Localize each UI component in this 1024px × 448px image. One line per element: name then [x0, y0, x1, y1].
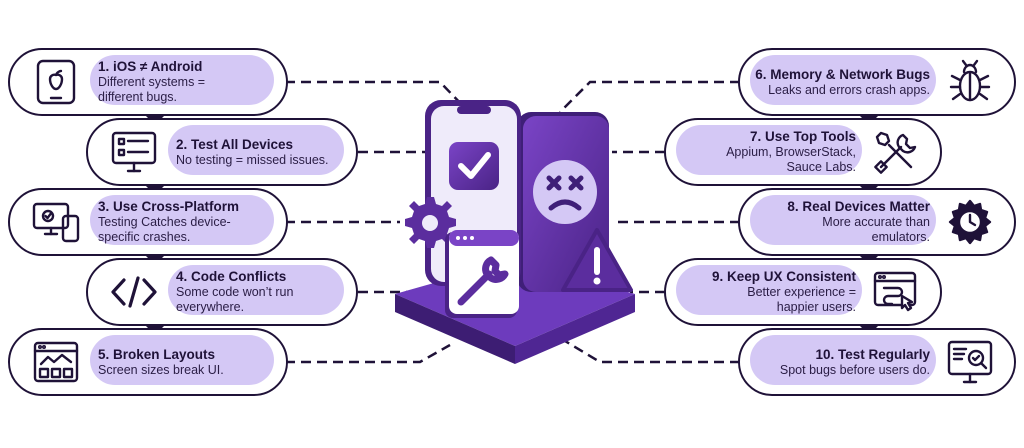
- item-desc-line-1: Some code won’t run: [176, 285, 294, 299]
- pill-highlight: [90, 195, 274, 245]
- left-item-3: 3. Use Cross-Platform Testing Catches de…: [8, 188, 288, 256]
- item-text: 9. Keep UX Consistent Better experience …: [678, 266, 856, 318]
- left-item-5: 5. Broken Layouts Screen sizes break UI.: [8, 328, 288, 396]
- gear-shape: [405, 197, 456, 248]
- item-text: 1. iOS ≠ Android Different systems = dif…: [98, 56, 278, 108]
- item-desc-line-1: Different systems =: [98, 75, 206, 89]
- item-desc-line-1: More accurate than: [822, 215, 930, 229]
- pill-highlight: [750, 335, 936, 385]
- item-text: 8. Real Devices Matter More accurate tha…: [752, 196, 930, 248]
- item-desc-line-1: Spot bugs before users do.: [779, 362, 930, 377]
- tablet-apple-icon: [16, 48, 96, 116]
- pill-highlight: [90, 55, 274, 105]
- item-desc-line-1: Better experience =: [747, 285, 856, 299]
- left-item-1: 1. iOS ≠ Android Different systems = dif…: [8, 48, 288, 116]
- item-title: 6. Memory & Network Bugs: [755, 66, 930, 82]
- item-title: 3. Use Cross-Platform: [98, 199, 240, 214]
- tools-icon: [856, 118, 936, 186]
- gear-clock-icon: [930, 188, 1010, 256]
- pill-highlight: [676, 265, 862, 315]
- item-text: 4. Code Conflicts Some code won’t run ev…: [176, 266, 350, 318]
- pill-highlight: [750, 55, 936, 105]
- item-desc-line-2: happier users.: [776, 300, 856, 314]
- item-desc-line-1: Screen sizes break UI.: [98, 362, 224, 377]
- item-text: 7. Use Top Tools Appium, BrowserStack, S…: [678, 126, 856, 178]
- item-desc-line-2: different bugs.: [98, 90, 177, 104]
- item-title: 5. Broken Layouts: [98, 346, 216, 362]
- layout-window-icon: [16, 328, 96, 396]
- left-item-4: 4. Code Conflicts Some code won’t run ev…: [86, 258, 358, 326]
- item-title: 2. Test All Devices: [176, 136, 294, 152]
- item-title: 4. Code Conflicts: [176, 269, 287, 284]
- pill-highlight: [168, 265, 344, 315]
- item-text: 2. Test All Devices No testing = missed …: [176, 126, 350, 178]
- item-title: 9. Keep UX Consistent: [711, 269, 856, 284]
- pill-highlight: [676, 125, 862, 175]
- item-title: 8. Real Devices Matter: [787, 199, 930, 214]
- right-item-7: 7. Use Top Tools Appium, BrowserStack, S…: [664, 118, 942, 186]
- pill-highlight: [90, 335, 274, 385]
- warning-triangle: [561, 228, 633, 292]
- code-brackets-icon: [94, 258, 174, 326]
- right-item-6: 6. Memory & Network Bugs Leaks and error…: [738, 48, 1016, 116]
- monitor-search-icon: [930, 328, 1010, 396]
- item-desc-line-1: Appium, BrowserStack,: [726, 145, 856, 159]
- browser-click-icon: [856, 258, 936, 326]
- item-title: 1. iOS ≠ Android: [98, 59, 203, 74]
- item-text: 3. Use Cross-Platform Testing Catches de…: [98, 196, 278, 248]
- monitor-checklist-icon: [94, 118, 174, 186]
- item-title: 7. Use Top Tools: [749, 129, 856, 144]
- item-desc-line-2: specific crashes.: [98, 230, 191, 244]
- item-desc-line-1: Testing Catches device-: [98, 215, 231, 229]
- right-item-8: 8. Real Devices Matter More accurate tha…: [738, 188, 1016, 256]
- right-item-10: 10. Test Regularly Spot bugs before user…: [738, 328, 1016, 396]
- bug-icon: [930, 48, 1010, 116]
- item-desc-line-2: emulators.: [871, 230, 930, 244]
- item-desc-line-2: Sauce Labs.: [786, 160, 857, 174]
- item-desc-line-2: everywhere.: [176, 300, 245, 314]
- item-text: 5. Broken Layouts Screen sizes break UI.: [98, 336, 278, 388]
- phones-illustration: [395, 100, 635, 364]
- right-item-9: 9. Keep UX Consistent Better experience …: [664, 258, 942, 326]
- item-title: 10. Test Regularly: [815, 346, 930, 362]
- wrench-card: [445, 230, 519, 318]
- item-desc-line-1: Leaks and errors crash apps.: [768, 82, 930, 97]
- item-desc-line-1: No testing = missed issues.: [176, 152, 329, 167]
- pill-highlight: [168, 125, 344, 175]
- pill-highlight: [750, 195, 936, 245]
- item-text: 10. Test Regularly Spot bugs before user…: [752, 336, 930, 388]
- cross-device-icon: [16, 188, 96, 256]
- left-item-2: 2. Test All Devices No testing = missed …: [86, 118, 358, 186]
- item-text: 6. Memory & Network Bugs Leaks and error…: [752, 56, 930, 108]
